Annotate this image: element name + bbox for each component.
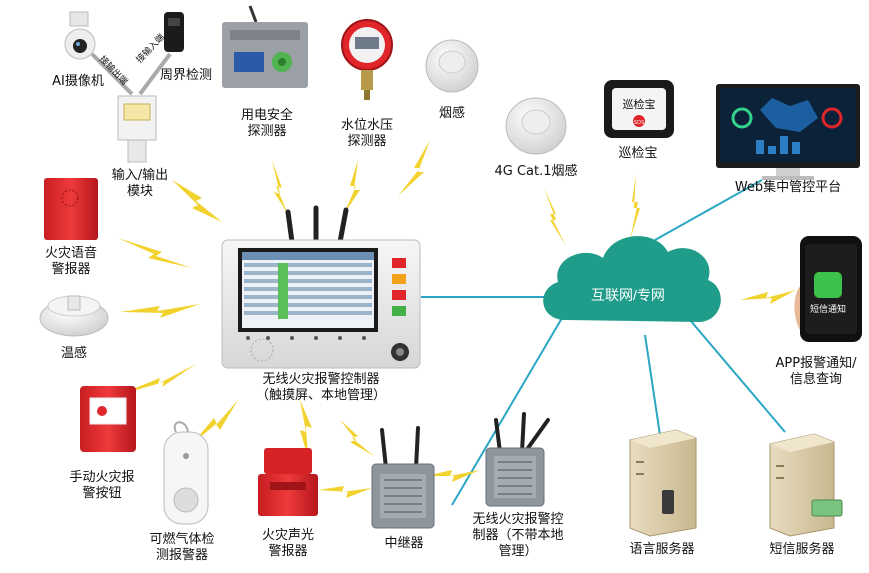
bolt [740,290,796,304]
wireless-bolts [118,140,796,498]
perimeter-detector [164,12,184,52]
sms-server [769,433,843,537]
label-electric: 用电安全探测器 [240,108,293,139]
internet-label: 互联网/专网 [591,287,665,303]
voice-server [629,429,697,537]
patrol-device: 巡检宝 SOS [604,80,674,138]
sms-app-label: 短信通知 [810,303,846,314]
label-manual: 手动火灾报警按钮 [69,470,135,501]
label-sound-light: 火灾声光警报器 [261,528,314,559]
manual-alarm-button [80,386,136,452]
label-smoke: 烟感 [438,106,465,121]
bolt [426,470,480,482]
sos-text: SOS [634,120,645,126]
phone-app: 短信通知 [794,236,862,342]
label-app: APP报警通知/信息查询 [775,356,857,387]
sound-light-alarm [258,448,318,516]
electric-safety-detector [222,5,308,88]
smoke-detector-4g [505,97,567,155]
label-controller: 无线火灾报警控制器（触摸屏、本地管理） [255,372,386,403]
label-water: 水位水压探测器 [340,118,393,149]
fire-voice-alarm [44,178,98,240]
smoke-detector [425,39,479,93]
label-ai-camera: AI摄像机 [36,74,120,90]
bolt [300,400,312,458]
network-links [421,179,786,506]
controller-main [221,205,421,369]
web-monitor [716,84,860,180]
heat-detector [39,295,109,337]
label-smoke-4g: 4G Cat.1烟感 [494,164,578,179]
bolt [340,420,374,456]
ai-camera-label: AI摄像机 [52,74,104,89]
label-ctrl-nolocal: 无线火灾报警控制器（不带本地管理） [472,512,564,559]
bolt [318,486,372,498]
label-perimeter: 周界检测 [146,68,226,84]
bolt [398,140,430,196]
bolt [544,188,566,246]
patrol-device-text: 巡检宝 [623,97,656,111]
label-voice-server: 语言服务器 [629,542,695,557]
bolt [192,400,238,444]
internet-cloud: 互联网/专网 [543,236,721,322]
label-temp: 温感 [60,346,87,361]
perimeter-label: 周界检测 [159,68,212,83]
label-repeater: 中继器 [384,536,424,551]
label-io-module: 输入/输出模块 [111,168,169,199]
ai-camera [64,11,96,60]
controller-nolocal [485,412,550,507]
bolt [120,304,200,318]
bolt [344,160,360,214]
label-web: Web集中管控平台 [734,180,842,195]
bolt [272,160,288,214]
label-patrol: 巡检宝 [618,146,658,161]
gas-detector [163,421,209,525]
bolt [172,180,222,222]
label-sms-server: 短信服务器 [769,542,835,557]
bolt [118,364,196,395]
io-module [90,52,172,163]
label-fire-voice: 火灾语音警报器 [44,246,97,277]
repeater [371,426,435,529]
bolt [118,238,192,268]
label-gas: 可燃气体检测报警器 [149,532,215,563]
bolt [630,174,640,240]
water-pressure-detector [341,19,393,100]
